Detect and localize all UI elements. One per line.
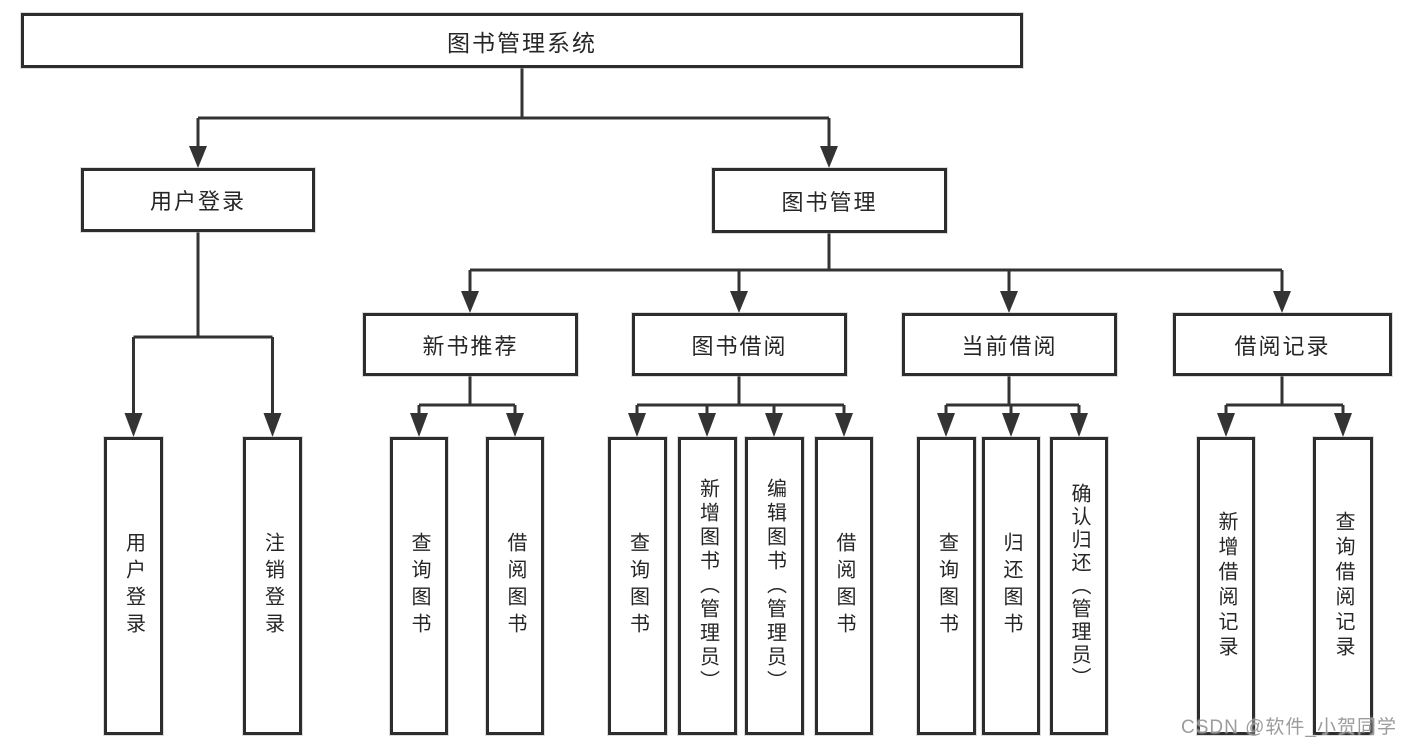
node-leaf-logout: 注销登录	[243, 437, 302, 735]
node-leaf-query-books-borrowing: 查询图书	[608, 437, 667, 735]
watermark: CSDN @软件_小贺同学	[1181, 717, 1397, 738]
node-leaf-edit-books-admin: 编辑图书（管理员）	[745, 437, 804, 735]
node-leaf-borrow-books: 借阅图书	[815, 437, 873, 735]
node-library-system: 图书管理系统	[21, 13, 1023, 68]
node-user-login: 用户登录	[81, 168, 315, 232]
node-book-management: 图书管理	[712, 168, 947, 233]
node-leaf-add-borrow-record: 新增借阅记录	[1197, 437, 1255, 735]
node-leaf-query-books-current: 查询图书	[917, 437, 976, 735]
node-current-borrowing: 当前借阅	[902, 313, 1117, 376]
node-leaf-borrow-books-recommend: 借阅图书	[486, 437, 544, 735]
node-leaf-query-borrow-record: 查询借阅记录	[1313, 437, 1373, 735]
node-leaf-user-login: 用户登录	[104, 437, 163, 735]
node-new-book-recommend: 新书推荐	[363, 313, 578, 376]
node-leaf-add-books-admin: 新增图书（管理员）	[678, 437, 737, 735]
node-leaf-query-books-recommend: 查询图书	[390, 437, 448, 735]
node-leaf-confirm-return-admin: 确认归还（管理员）	[1050, 437, 1108, 735]
node-leaf-return-books: 归还图书	[982, 437, 1040, 735]
node-book-borrowing: 图书借阅	[632, 313, 847, 376]
node-borrowing-records: 借阅记录	[1173, 313, 1392, 376]
